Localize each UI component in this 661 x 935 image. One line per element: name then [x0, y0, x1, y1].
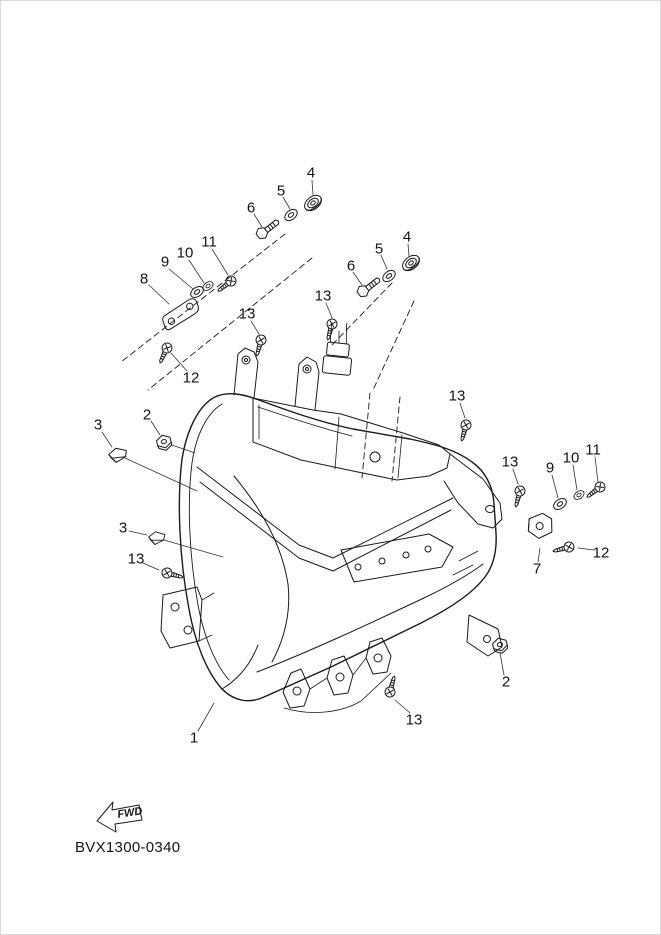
bolt-part-drawing	[354, 273, 384, 300]
screw-part-drawing	[551, 540, 576, 557]
screw-part-drawing	[383, 674, 400, 699]
wiring-connector-drawing	[321, 321, 353, 376]
screw-part-drawing	[510, 484, 527, 509]
damper-part-drawing	[107, 446, 129, 464]
washer-part-drawing	[571, 488, 587, 502]
diagram-code: BVX1300-0340	[75, 839, 181, 856]
screw-part-drawing	[214, 273, 239, 296]
screw-part-drawing	[160, 566, 185, 583]
leader-lines	[101, 179, 599, 732]
headlight-unit-drawing	[160, 321, 503, 713]
clip-part-drawing	[154, 432, 174, 453]
fwd-arrow: FWD	[96, 801, 144, 833]
bolt-part-drawing	[253, 215, 283, 242]
collar-part-drawing	[301, 191, 325, 215]
washer-part-drawing	[551, 495, 569, 513]
damper-part-drawing	[147, 530, 167, 546]
screw-part-drawing	[583, 479, 608, 502]
washer-part-drawing	[380, 267, 398, 285]
screw-part-drawing	[456, 418, 473, 443]
washer-part-drawing	[282, 206, 300, 224]
fastener-parts	[107, 191, 608, 699]
collar-part-drawing	[399, 251, 423, 275]
stay-part-drawing	[525, 511, 556, 541]
bracket-part-drawing	[158, 296, 203, 332]
fwd-label: FWD	[117, 805, 144, 821]
alignment-dashed-lines	[120, 233, 415, 482]
